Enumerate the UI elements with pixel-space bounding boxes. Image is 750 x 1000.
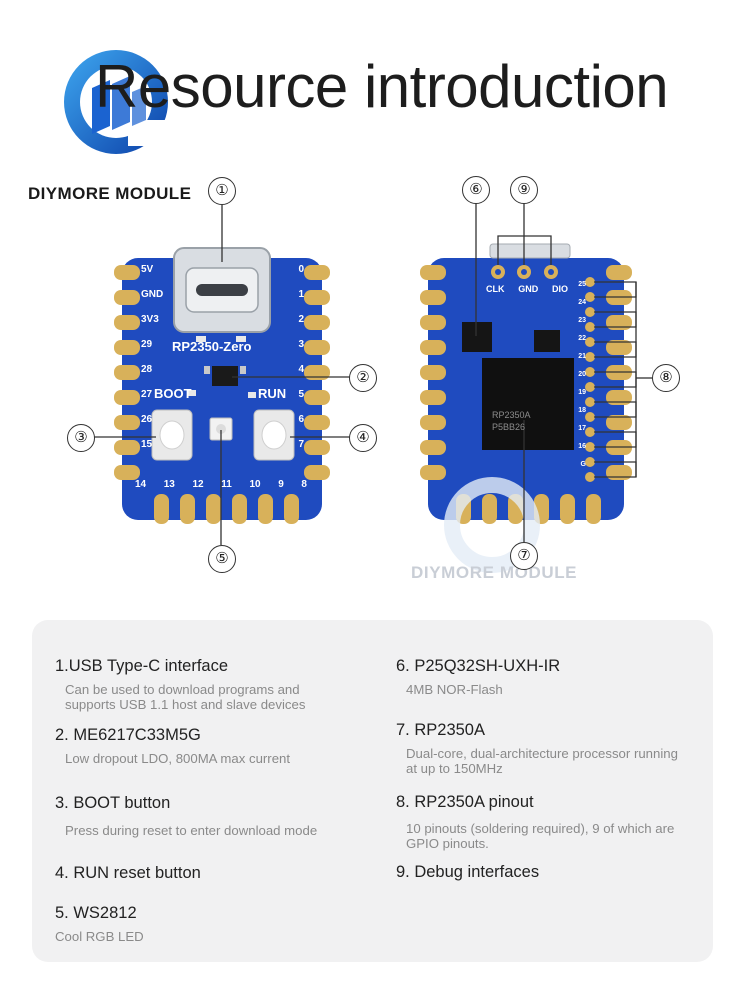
pin-label: 11 — [221, 479, 232, 490]
ldo-chip — [212, 366, 238, 386]
feature-item: 3. BOOT button Press during reset to ent… — [55, 794, 375, 838]
pin-label: 9 — [278, 479, 284, 490]
feature-item: 9. Debug interfaces — [396, 863, 716, 882]
pin-label: 24 — [578, 299, 586, 306]
pin-label: 20 — [578, 371, 586, 378]
feature-item: 1.USB Type-C interface Can be used to do… — [55, 657, 375, 712]
callout-6: ⑥ — [462, 176, 490, 204]
feature-item: 7. RP2350A Dual-core, dual-architecture … — [396, 721, 716, 776]
pin-label: 12 — [192, 479, 204, 490]
feature-title: 7. RP2350A — [396, 721, 485, 739]
callout-7: ⑦ — [510, 542, 538, 570]
rp2350-chip — [482, 358, 574, 450]
front-label: RP2350-Zero — [172, 339, 252, 354]
page-title: Resource introduction — [95, 53, 669, 120]
pin-label: 5 — [298, 389, 304, 400]
pin-label: 10 — [249, 479, 261, 490]
front-left-pin-labels: 5V GND 3V3 29 28 27 26 15 — [141, 264, 171, 464]
pin-label: 21 — [578, 353, 586, 360]
feature-panel: 1.USB Type-C interface Can be used to do… — [32, 620, 713, 962]
back-debug-pin-labels: CLK GND DIO — [486, 284, 568, 294]
feature-title: 1.USB Type-C interface — [55, 657, 229, 675]
callout-4: ④ — [349, 424, 377, 452]
feature-title: 4. RUN reset button — [55, 864, 201, 882]
feature-item: 4. RUN reset button — [55, 864, 375, 883]
feature-title: 8. RP2350A pinout — [396, 793, 534, 811]
pin-label: 17 — [578, 425, 586, 432]
pin-label: 8 — [301, 479, 307, 490]
pin-label: DIO — [551, 284, 568, 294]
pin-label: 3 — [298, 339, 304, 350]
callout-2: ② — [349, 364, 377, 392]
pin-label: 4 — [298, 364, 304, 375]
pin-label: 6 — [298, 414, 304, 425]
pin-label: GND — [518, 284, 539, 294]
front-bottom-pin-labels: 14 13 12 11 10 9 8 — [135, 479, 307, 490]
pin-label: 22 — [578, 335, 586, 342]
feature-title: 6. P25Q32SH-UXH-IR — [396, 657, 561, 675]
callout-8: ⑧ — [652, 364, 680, 392]
feature-desc: Dual-core, dual-architecture processor r… — [406, 746, 678, 776]
pin-label: 29 — [141, 339, 153, 350]
pin-label: 13 — [163, 479, 175, 490]
feature-item: 8. RP2350A pinout 10 pinouts (soldering … — [396, 793, 716, 851]
feature-item: 2. ME6217C33M5G Low dropout LDO, 800MA m… — [55, 726, 375, 766]
chip-marking-line1: RP2350A — [492, 410, 531, 420]
callout-1: ① — [208, 177, 236, 205]
feature-title: 3. BOOT button — [55, 794, 171, 812]
pin-label: GND — [141, 289, 164, 300]
pin-label: 1 — [298, 289, 304, 300]
pin-label: 25 — [578, 281, 586, 288]
callout-9: ⑨ — [510, 176, 538, 204]
pin-label: 28 — [141, 364, 153, 375]
brand-logo — [64, 50, 176, 154]
feature-desc: Can be used to download programs and sup… — [65, 682, 306, 712]
callout-5: ⑤ — [208, 545, 236, 573]
callout-3: ③ — [67, 424, 95, 452]
brand-name: DIYMORE MODULE — [28, 184, 192, 203]
pin-label: G — [580, 461, 586, 468]
pin-label: CLK — [486, 284, 505, 294]
pin-label: 18 — [578, 407, 586, 414]
watermark: DIYMORE MODULE — [411, 563, 578, 582]
feature-desc: Low dropout LDO, 800MA max current — [65, 751, 291, 766]
feature-desc: Cool RGB LED — [55, 929, 144, 944]
feature-desc: 10 pinouts (soldering required), 9 of wh… — [406, 821, 675, 851]
boot-label: BOOT — [154, 386, 192, 401]
feature-desc: Press during reset to enter download mod… — [65, 823, 318, 838]
feature-item: 5. WS2812 Cool RGB LED — [55, 904, 375, 944]
feature-title: 9. Debug interfaces — [396, 863, 540, 881]
chip-marking-line2: P5BB26 — [492, 422, 526, 432]
front-right-pin-labels: 0 1 2 3 4 5 6 7 — [288, 264, 304, 464]
run-label: RUN — [258, 386, 287, 401]
pin-label: 2 — [298, 314, 304, 325]
feature-item: 6. P25Q32SH-UXH-IR 4MB NOR-Flash — [396, 657, 716, 697]
pin-label: 27 — [141, 389, 153, 400]
pin-label: 0 — [298, 264, 304, 275]
back-pin-labels: 25 24 23 22 21 20 19 18 17 16 G — [574, 276, 586, 474]
pin-label: 26 — [141, 414, 153, 425]
feature-title: 2. ME6217C33M5G — [55, 726, 201, 744]
left-castellations — [114, 265, 330, 524]
pin-label: 19 — [578, 389, 586, 396]
pin-label: 3V3 — [141, 314, 159, 325]
feature-title: 5. WS2812 — [55, 904, 137, 922]
flash-chip — [462, 322, 492, 352]
pin-label: 16 — [578, 443, 586, 450]
feature-desc: 4MB NOR-Flash — [406, 682, 503, 697]
pin-label: 15 — [141, 439, 153, 450]
pin-label: 7 — [298, 439, 304, 450]
pin-label: 5V — [141, 264, 154, 275]
pin-label: 14 — [135, 479, 147, 490]
pin-label: 23 — [578, 317, 586, 324]
